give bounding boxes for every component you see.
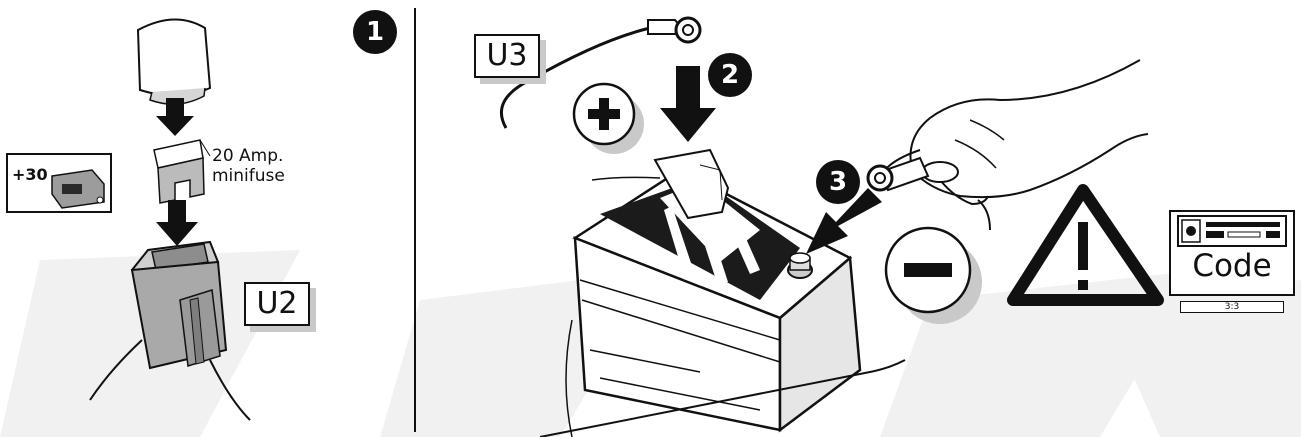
- fuse-label-line2: minifuse: [212, 166, 285, 186]
- minus-circle-icon: [886, 228, 982, 324]
- hand-with-clamp: [868, 60, 1148, 230]
- step-number-2: 2: [708, 53, 752, 97]
- fuse-holder: [132, 242, 226, 368]
- down-arrow-icon: [156, 200, 198, 246]
- plus-circle-icon: [574, 84, 644, 154]
- step-number-3: 3: [816, 160, 860, 204]
- ring-terminal: [648, 18, 700, 42]
- label-u3: U3: [474, 34, 540, 78]
- fuse-cap: [138, 19, 210, 104]
- label-u2: U2: [244, 282, 310, 326]
- step-number-1: 1: [353, 10, 397, 54]
- code-sub-label: 3:3: [1180, 301, 1284, 313]
- code-label: Code: [1171, 248, 1293, 284]
- minifuse: [154, 140, 210, 203]
- code-panel: Code: [1169, 210, 1295, 296]
- ground-line: [592, 177, 660, 180]
- fuse-label-line1: 20 Amp.: [212, 146, 285, 166]
- relay-box: +30: [6, 153, 112, 213]
- fuse-label: 20 Amp. minifuse: [212, 146, 285, 186]
- relay-label: +30: [12, 165, 48, 184]
